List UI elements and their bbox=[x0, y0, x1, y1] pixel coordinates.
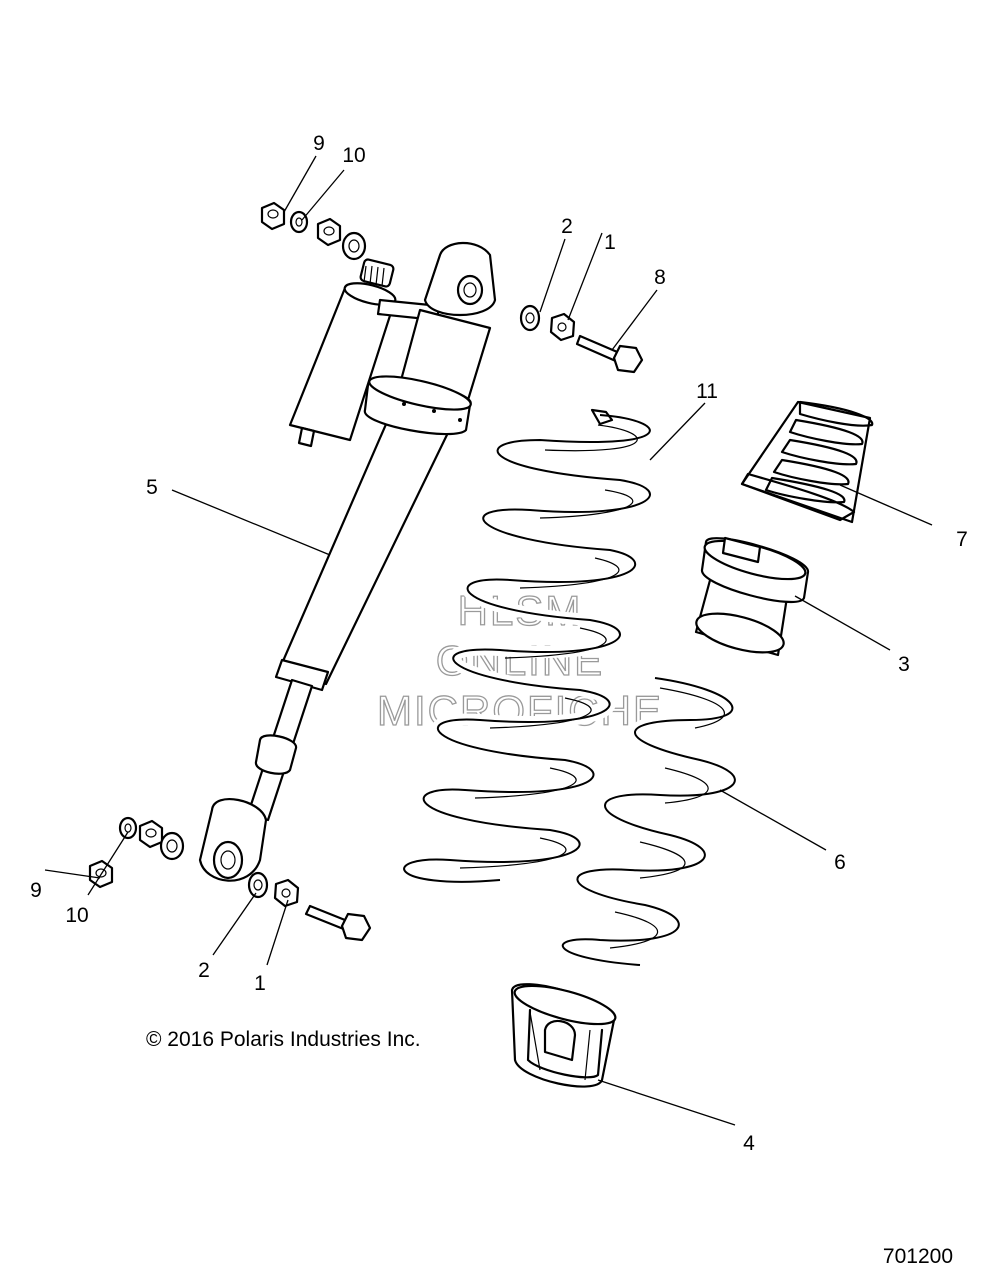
callout-1-bottom: 1 bbox=[254, 972, 266, 995]
copyright-notice: © 2016 Polaris Industries Inc. bbox=[146, 1028, 421, 1051]
watermark-line-2: ONLINE bbox=[436, 637, 604, 684]
lower-spring-seat-part-4 bbox=[510, 983, 617, 1088]
leader-lines bbox=[44, 155, 933, 1126]
secondary-coil-spring-part-6 bbox=[556, 672, 741, 971]
callout-7: 7 bbox=[956, 528, 968, 551]
callout-5: 5 bbox=[146, 476, 158, 499]
watermark: HLSM ONLINE MICROFICHE bbox=[376, 586, 661, 734]
callout-3: 3 bbox=[898, 653, 910, 676]
bottom-nut-and-washer-hardware bbox=[88, 816, 185, 889]
callout-11: 11 bbox=[696, 380, 718, 403]
top-nut-and-washer-hardware bbox=[260, 201, 367, 261]
callout-numbers: 9 10 2 1 8 11 5 7 3 6 9 10 2 1 4 bbox=[30, 132, 968, 1155]
callout-10-top: 10 bbox=[342, 144, 365, 167]
callout-9-bottom: 9 bbox=[30, 879, 42, 902]
callout-6: 6 bbox=[834, 851, 846, 874]
shock-absorber-part-5 bbox=[198, 241, 497, 882]
callout-1-top: 1 bbox=[604, 231, 616, 254]
callout-2-top: 2 bbox=[561, 215, 573, 238]
main-coil-spring-part-11 bbox=[398, 408, 657, 888]
bump-boot-part-7 bbox=[740, 400, 874, 524]
drawing-number: 701200 bbox=[883, 1245, 953, 1268]
upper-spring-adapter-part-3 bbox=[694, 536, 810, 657]
callout-10-bottom: 10 bbox=[65, 904, 88, 927]
top-bolt-hardware bbox=[519, 304, 644, 374]
callout-4: 4 bbox=[743, 1132, 755, 1155]
callout-9-top: 9 bbox=[313, 132, 325, 155]
bottom-bolt-hardware bbox=[247, 871, 372, 942]
callout-8: 8 bbox=[654, 266, 666, 289]
callout-2-bottom: 2 bbox=[198, 959, 210, 982]
